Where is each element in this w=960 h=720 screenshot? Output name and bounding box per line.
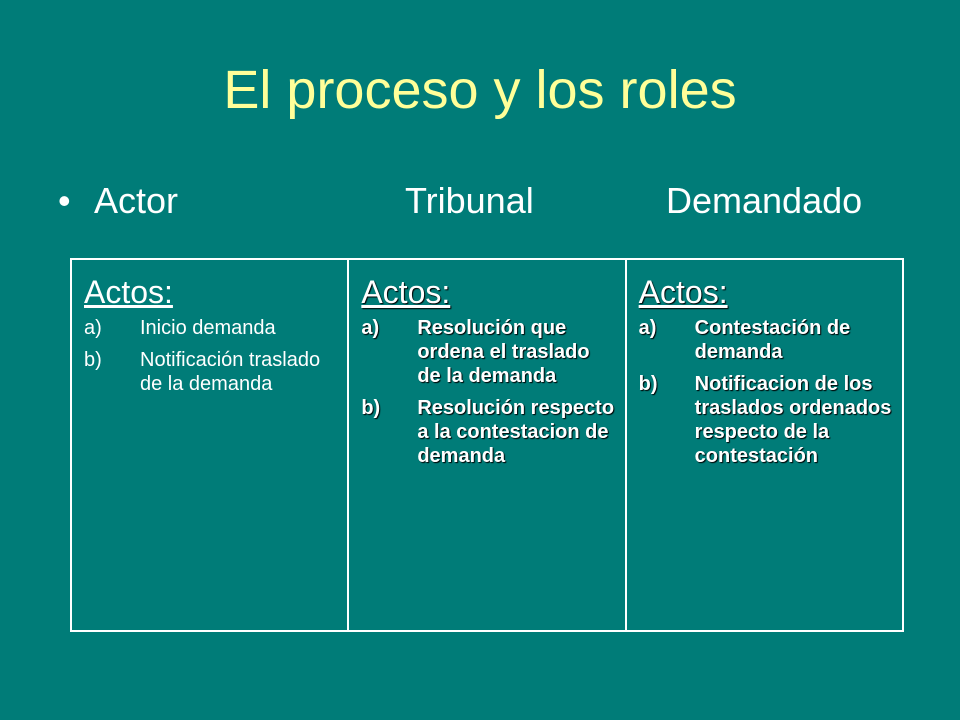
role-demandado: Demandado — [666, 180, 863, 221]
role-tribunal: Tribunal — [405, 180, 534, 221]
list-item: a) Inicio demanda — [84, 316, 337, 340]
list-item: b) Notificación traslado de la demanda — [84, 348, 337, 396]
item-letter: a) — [638, 317, 657, 339]
list-item: a) Contestación de demanda — [639, 316, 892, 364]
item-letter: b) — [361, 397, 381, 419]
item-letter: a) — [361, 317, 380, 339]
actor-acts-column: Actos: a) Inicio demanda b) Notificación… — [72, 260, 350, 630]
item-letter: b) — [84, 349, 102, 371]
roles-bullet-line: • Actor Tribunal Demandado — [58, 178, 938, 224]
item-text: Resolución que ordena el traslado de la … — [417, 317, 590, 387]
item-letter: b) — [638, 373, 658, 395]
tribunal-acts-column: Actos: a) Resolución que ordena el trasl… — [349, 260, 627, 630]
item-text: Inicio demanda — [140, 317, 276, 339]
item-text: Notificacion de los traslados ordenados … — [694, 373, 892, 467]
demandado-acts-column: Actos: a) Contestación de demanda b) Not… — [627, 260, 902, 630]
list-item: b) Resolución respecto a la contestacion… — [361, 396, 614, 468]
role-actor: Actor — [94, 180, 179, 221]
item-text: Contestación de demanda — [694, 317, 851, 363]
slide-title: El proceso y los roles — [223, 60, 737, 120]
item-text: Resolución respecto a la contestacion de… — [417, 397, 615, 467]
column-heading: Actos: — [638, 274, 728, 310]
column-heading: Actos: — [84, 274, 173, 310]
bullet-dot: • — [58, 180, 71, 221]
item-text: Notificación traslado de la demanda — [140, 349, 321, 395]
item-letter: a) — [84, 317, 102, 339]
acts-table: Actos: a) Inicio demanda b) Notificación… — [70, 258, 904, 632]
column-heading: Actos: — [361, 274, 451, 310]
list-item: a) Resolución que ordena el traslado de … — [361, 316, 614, 388]
list-item: b) Notificacion de los traslados ordenad… — [639, 372, 892, 468]
